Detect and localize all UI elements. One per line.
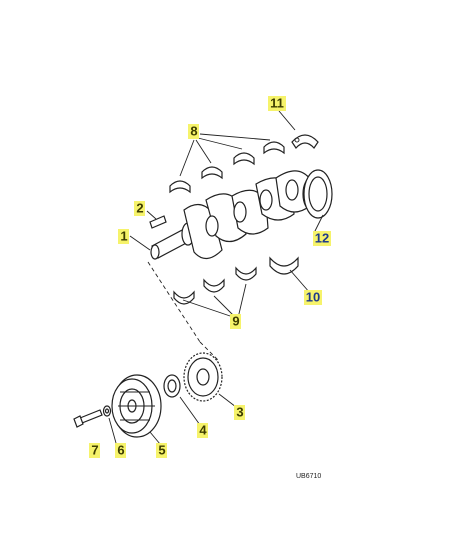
callout-12: 12 — [313, 230, 331, 246]
svg-text:7: 7 — [91, 442, 98, 457]
pulley-washer — [102, 405, 112, 417]
svg-text:8: 8 — [190, 123, 197, 138]
upper-bearing-shells — [169, 141, 285, 194]
crankshaft — [150, 170, 322, 260]
svg-text:6: 6 — [117, 442, 124, 457]
callout-8: 8 — [188, 123, 199, 139]
woodruff-key — [149, 215, 167, 229]
svg-text:5: 5 — [158, 442, 165, 457]
bearing-shell-upper-2 — [201, 166, 223, 180]
svg-text:1: 1 — [120, 228, 127, 243]
crankshaft-pulley — [111, 374, 162, 438]
bearing-shell-lower-1 — [173, 290, 195, 305]
lower-bearing-shells — [173, 266, 257, 305]
lower-thrust-bearing — [269, 256, 299, 275]
bearing-shell-upper-1 — [169, 180, 191, 194]
spacer-collar — [163, 374, 181, 398]
bearing-shell-lower-3 — [235, 266, 257, 281]
thrust-washer — [291, 134, 319, 149]
centre-line — [147, 261, 219, 361]
callout-3: 3 — [234, 404, 245, 420]
pulley-bolt — [73, 409, 103, 428]
callout-7: 7 — [89, 442, 100, 458]
svg-text:4: 4 — [199, 422, 207, 437]
svg-text:9: 9 — [232, 313, 239, 328]
callout-2: 2 — [134, 200, 145, 216]
callout-11: 11 — [268, 95, 286, 111]
leader-lines — [108, 110, 324, 445]
svg-text:10: 10 — [306, 289, 320, 304]
svg-text:12: 12 — [315, 230, 329, 245]
callout-4: 4 — [197, 422, 208, 438]
callout-5: 5 — [156, 442, 167, 458]
bearing-shell-upper-4 — [263, 141, 285, 155]
svg-text:11: 11 — [270, 95, 284, 110]
callout-6: 6 — [115, 442, 126, 458]
svg-text:2: 2 — [136, 200, 143, 215]
bearing-shell-lower-2 — [203, 278, 225, 293]
callout-1: 1 — [118, 228, 129, 244]
svg-text:3: 3 — [236, 404, 243, 419]
diagram-reference-code: UB6710 — [296, 473, 321, 480]
crankshaft-sprocket — [183, 352, 223, 402]
callout-9: 9 — [230, 313, 241, 329]
rear-oil-seal — [303, 169, 333, 219]
bearing-shell-upper-3 — [233, 152, 255, 166]
callout-10: 10 — [304, 289, 322, 305]
